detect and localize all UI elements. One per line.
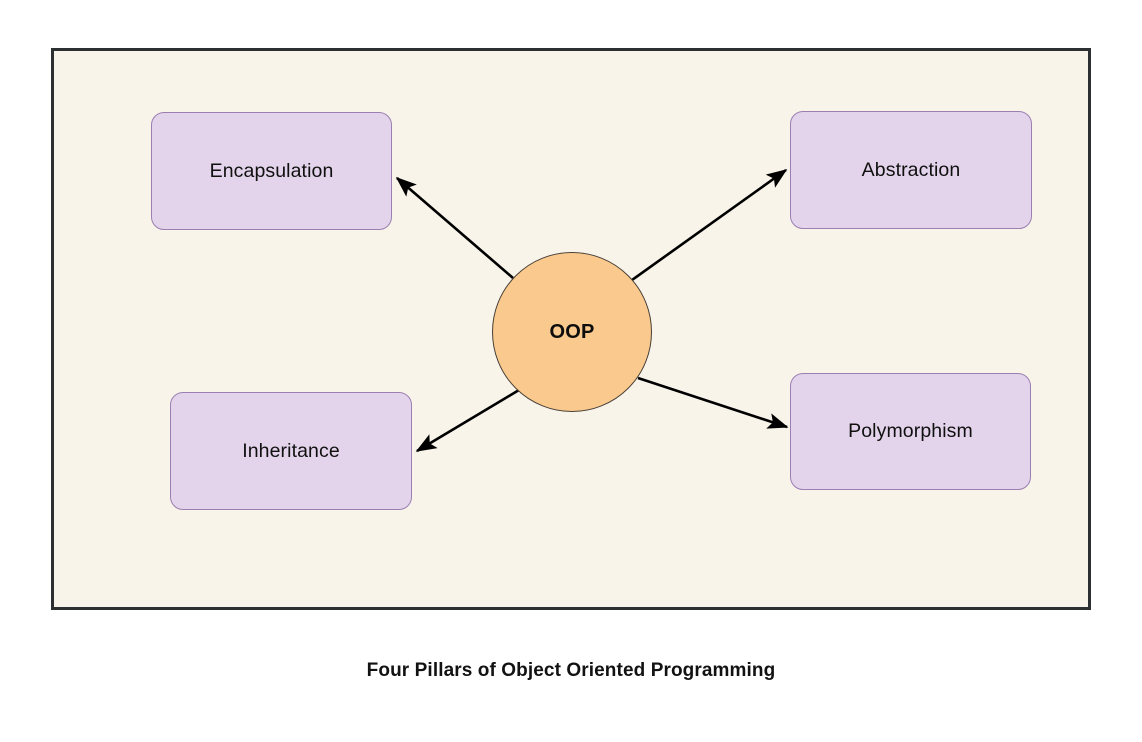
node-encapsulation-label: Encapsulation bbox=[209, 159, 334, 182]
node-abstraction[interactable]: Abstraction bbox=[790, 111, 1032, 229]
node-oop-hub-label: OOP bbox=[549, 320, 595, 343]
node-encapsulation[interactable]: Encapsulation bbox=[151, 112, 392, 230]
node-polymorphism[interactable]: Polymorphism bbox=[790, 373, 1031, 490]
node-oop-hub[interactable]: OOP bbox=[492, 252, 652, 412]
node-inheritance-label: Inheritance bbox=[242, 439, 340, 462]
node-abstraction-label: Abstraction bbox=[861, 158, 961, 181]
diagram-caption: Four Pillars of Object Oriented Programm… bbox=[366, 660, 776, 681]
node-polymorphism-label: Polymorphism bbox=[848, 420, 973, 442]
node-inheritance[interactable]: Inheritance bbox=[170, 392, 412, 510]
